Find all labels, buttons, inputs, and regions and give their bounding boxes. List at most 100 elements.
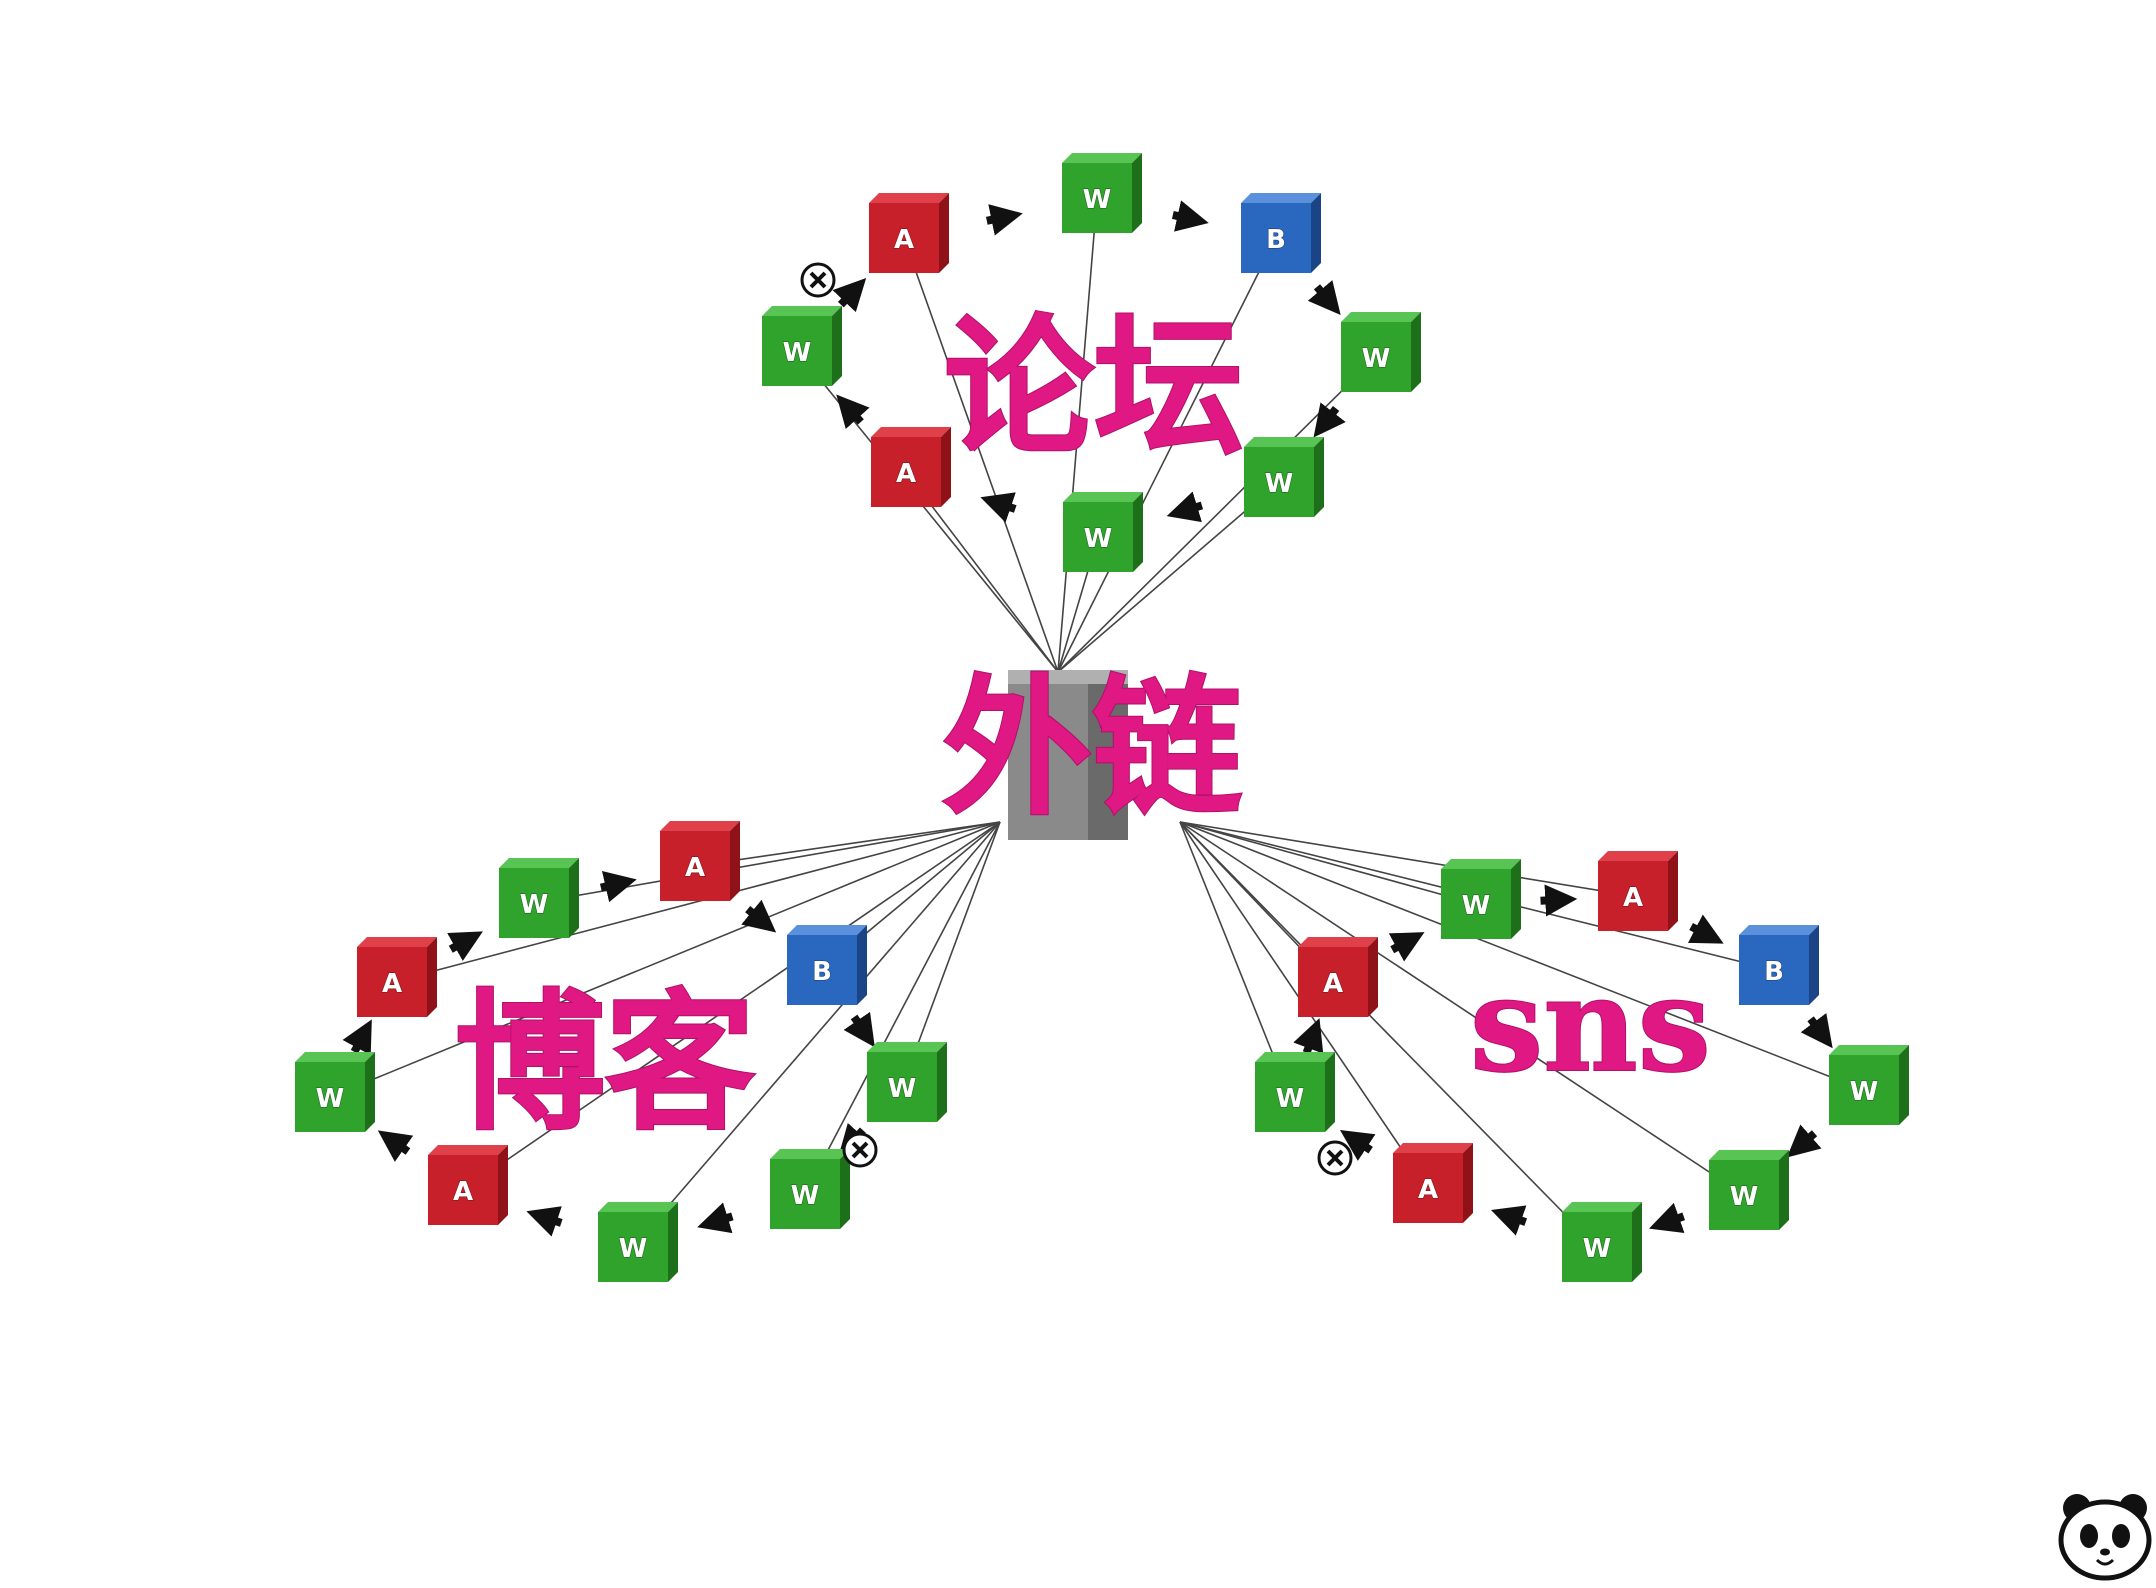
- arrow-icon: [1388, 932, 1425, 962]
- arrow-icon: [377, 1130, 414, 1162]
- cube-icon: W: [867, 1042, 947, 1122]
- arrow-icon: [526, 1206, 563, 1237]
- arrow-icon: [697, 1202, 734, 1234]
- arrow-icon: [1307, 280, 1341, 315]
- spoke-line: [694, 821, 1001, 867]
- cube-letter: W: [1462, 891, 1491, 921]
- cube-icon: W: [1255, 1052, 1335, 1132]
- cube-letter: W: [619, 1234, 648, 1264]
- spoke-line: [804, 821, 1001, 1195]
- cube-icon: A: [1598, 851, 1678, 931]
- arrow-icon: [1166, 491, 1204, 523]
- blocked-link-icon: [1317, 1140, 1353, 1176]
- arrow-icon: [1649, 1202, 1686, 1234]
- cube-icon: A: [869, 193, 949, 273]
- cube-icon: W: [1709, 1150, 1789, 1230]
- arrow-icon: [1313, 402, 1346, 438]
- spoke-line: [1179, 821, 1634, 897]
- cube-letter: W: [791, 1181, 820, 1211]
- cube-letter: W: [1083, 185, 1112, 215]
- cube-icon: W: [1829, 1045, 1909, 1125]
- cube-icon: W: [1063, 492, 1143, 572]
- cube-letter: W: [783, 338, 812, 368]
- cube-letter: A: [1623, 883, 1643, 913]
- cube-icon: W: [770, 1149, 850, 1229]
- cube-icon: W: [762, 306, 842, 386]
- center-server-icon: [1008, 670, 1128, 840]
- spoke-lines: [329, 197, 1865, 1248]
- cube-icon: W: [1062, 153, 1142, 233]
- arrow-icon: [832, 277, 867, 313]
- arrow-icon: [980, 492, 1017, 523]
- spoke-line: [903, 237, 1059, 673]
- spoke-line: [1179, 821, 1291, 1098]
- cube-icon: B: [1241, 193, 1321, 273]
- cube-icon: W: [1244, 437, 1324, 517]
- cube-letter: B: [1764, 957, 1784, 987]
- spoke-line: [1179, 821, 1598, 1248]
- cube-letter: W: [520, 890, 549, 920]
- spoke-line: [391, 821, 1001, 983]
- cube-letter: W: [1276, 1084, 1305, 1114]
- spoke-line: [1057, 197, 1098, 673]
- cube-letter: W: [1265, 469, 1294, 499]
- cube-icon: W: [1441, 859, 1521, 939]
- cube-letter: A: [453, 1177, 473, 1207]
- arrow-icon: [836, 394, 870, 430]
- cube-letter: A: [382, 969, 402, 999]
- spoke-line: [1179, 821, 1745, 1196]
- cube-icon: A: [660, 821, 740, 901]
- spoke-line: [1179, 821, 1477, 905]
- arrow-icon: [599, 870, 637, 903]
- cube-letter: W: [888, 1074, 917, 1104]
- blocked-link-icon: [842, 1132, 878, 1168]
- cube-letter: A: [894, 225, 914, 255]
- spoke-line: [462, 821, 1001, 1191]
- arrow-icon: [1786, 1124, 1822, 1158]
- cube-letter: W: [1362, 344, 1391, 374]
- blocked-link-icon: [800, 262, 836, 298]
- cube-letter: A: [1323, 969, 1343, 999]
- cube-letter: B: [812, 957, 832, 987]
- spoke-line: [1179, 821, 1865, 1091]
- arrow-icon: [1800, 1013, 1833, 1049]
- cube-icon: W: [295, 1052, 375, 1132]
- cube-letter: A: [1418, 1175, 1438, 1205]
- cube-letter: A: [896, 459, 916, 489]
- arrow-icon: [1687, 914, 1724, 944]
- spoke-line: [632, 821, 1001, 1248]
- arrow-icon: [1293, 1018, 1324, 1055]
- cube-icon: A: [357, 937, 437, 1017]
- cube-letter: W: [1084, 524, 1113, 554]
- cube-icon: A: [428, 1145, 508, 1225]
- cube-icon: A: [1393, 1143, 1473, 1223]
- cube-letter: W: [1730, 1182, 1759, 1212]
- arrow-icon: [843, 1011, 875, 1048]
- arrow-icon: [1339, 1129, 1376, 1161]
- group-label-forum: 论坛: [944, 300, 1244, 476]
- cube-icon: B: [787, 925, 867, 1005]
- spoke-line: [1057, 237, 1277, 673]
- cycle-arrows: [342, 200, 1833, 1237]
- cube-letter: A: [685, 853, 705, 883]
- cube-icon: A: [871, 427, 951, 507]
- arrow-icon: [447, 931, 483, 961]
- cube-icon: W: [499, 858, 579, 938]
- arrow-icon: [1171, 200, 1209, 232]
- panda-logo-icon: [2058, 1494, 2152, 1581]
- cube-icon: W: [1341, 312, 1421, 392]
- center-label: 外链: [942, 660, 1242, 836]
- arrow-icon: [985, 204, 1023, 236]
- group-label-sns: sns: [1470, 948, 1711, 1101]
- cube-letter: B: [1266, 225, 1286, 255]
- cube-icon: W: [598, 1202, 678, 1282]
- group-label-blog: 博客: [455, 975, 755, 1151]
- spoke-line: [329, 821, 1001, 1098]
- cube-icon: A: [1298, 937, 1378, 1017]
- cube-icon: W: [1562, 1202, 1642, 1282]
- arrow-icon: [741, 899, 777, 933]
- spoke-line: [1057, 481, 1280, 673]
- node-cubes: W B W W W A W A A B W W W A W A W W A B W W W A W A: [295, 153, 1909, 1282]
- cube-letter: W: [1583, 1234, 1612, 1264]
